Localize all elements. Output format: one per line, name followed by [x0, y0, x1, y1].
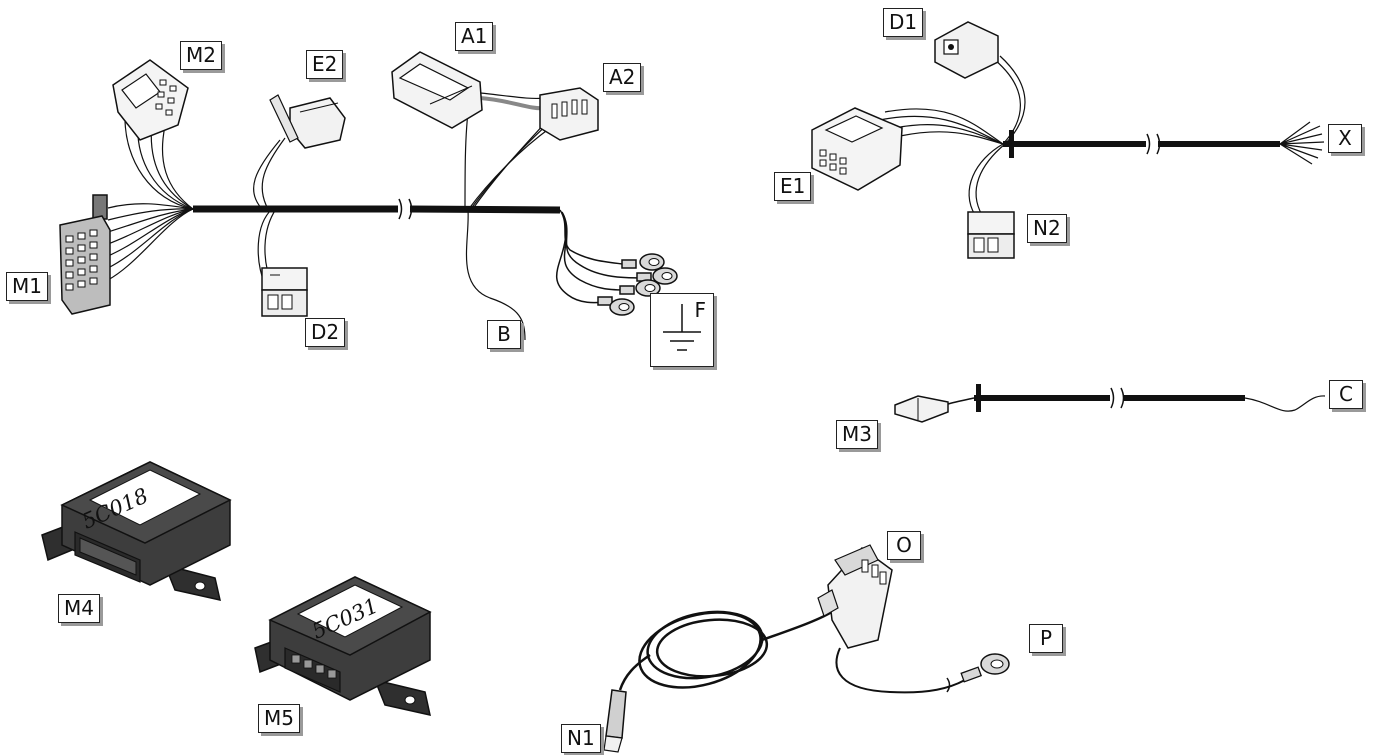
callout-n2: N2: [1027, 214, 1067, 243]
callout-e2: E2: [306, 50, 344, 79]
sensor-cable: [603, 544, 1010, 753]
callout-m3: M3: [836, 420, 878, 449]
harness-c: [894, 384, 1326, 423]
connector-m1: [59, 194, 111, 315]
callout-m2: M2: [180, 41, 222, 70]
callout-m4: M4: [58, 594, 100, 623]
callout-e1: E1: [774, 172, 812, 201]
callout-a2: A2: [603, 63, 642, 92]
callout-x: X: [1328, 124, 1362, 153]
connector-d2: [261, 267, 308, 317]
connector-d1: [934, 21, 999, 79]
ground-icon: [663, 304, 701, 351]
connector-a1: [391, 51, 483, 129]
callout-f: F: [694, 298, 706, 322]
connector-e1: [811, 107, 903, 191]
callout-p: P: [1029, 624, 1063, 653]
connector-a2: [539, 87, 599, 141]
connector-m2: [112, 59, 189, 141]
module-m5: 5C031: [254, 576, 432, 716]
callout-m1: M1: [6, 272, 48, 301]
connector-e2: [269, 94, 346, 149]
callout-d2: D2: [305, 318, 346, 347]
ground-symbol-box: F: [650, 293, 714, 367]
module-m4: 5C018: [41, 461, 232, 601]
callout-n1: N1: [561, 724, 601, 753]
callout-m5: M5: [258, 704, 300, 733]
callout-d1: D1: [883, 8, 924, 37]
callout-o: O: [887, 531, 921, 560]
callout-c: C: [1329, 380, 1363, 409]
callout-b: B: [487, 320, 521, 349]
harness-x: [879, 55, 1325, 216]
callout-a1: A1: [455, 22, 494, 51]
connector-n2: [967, 211, 1015, 259]
